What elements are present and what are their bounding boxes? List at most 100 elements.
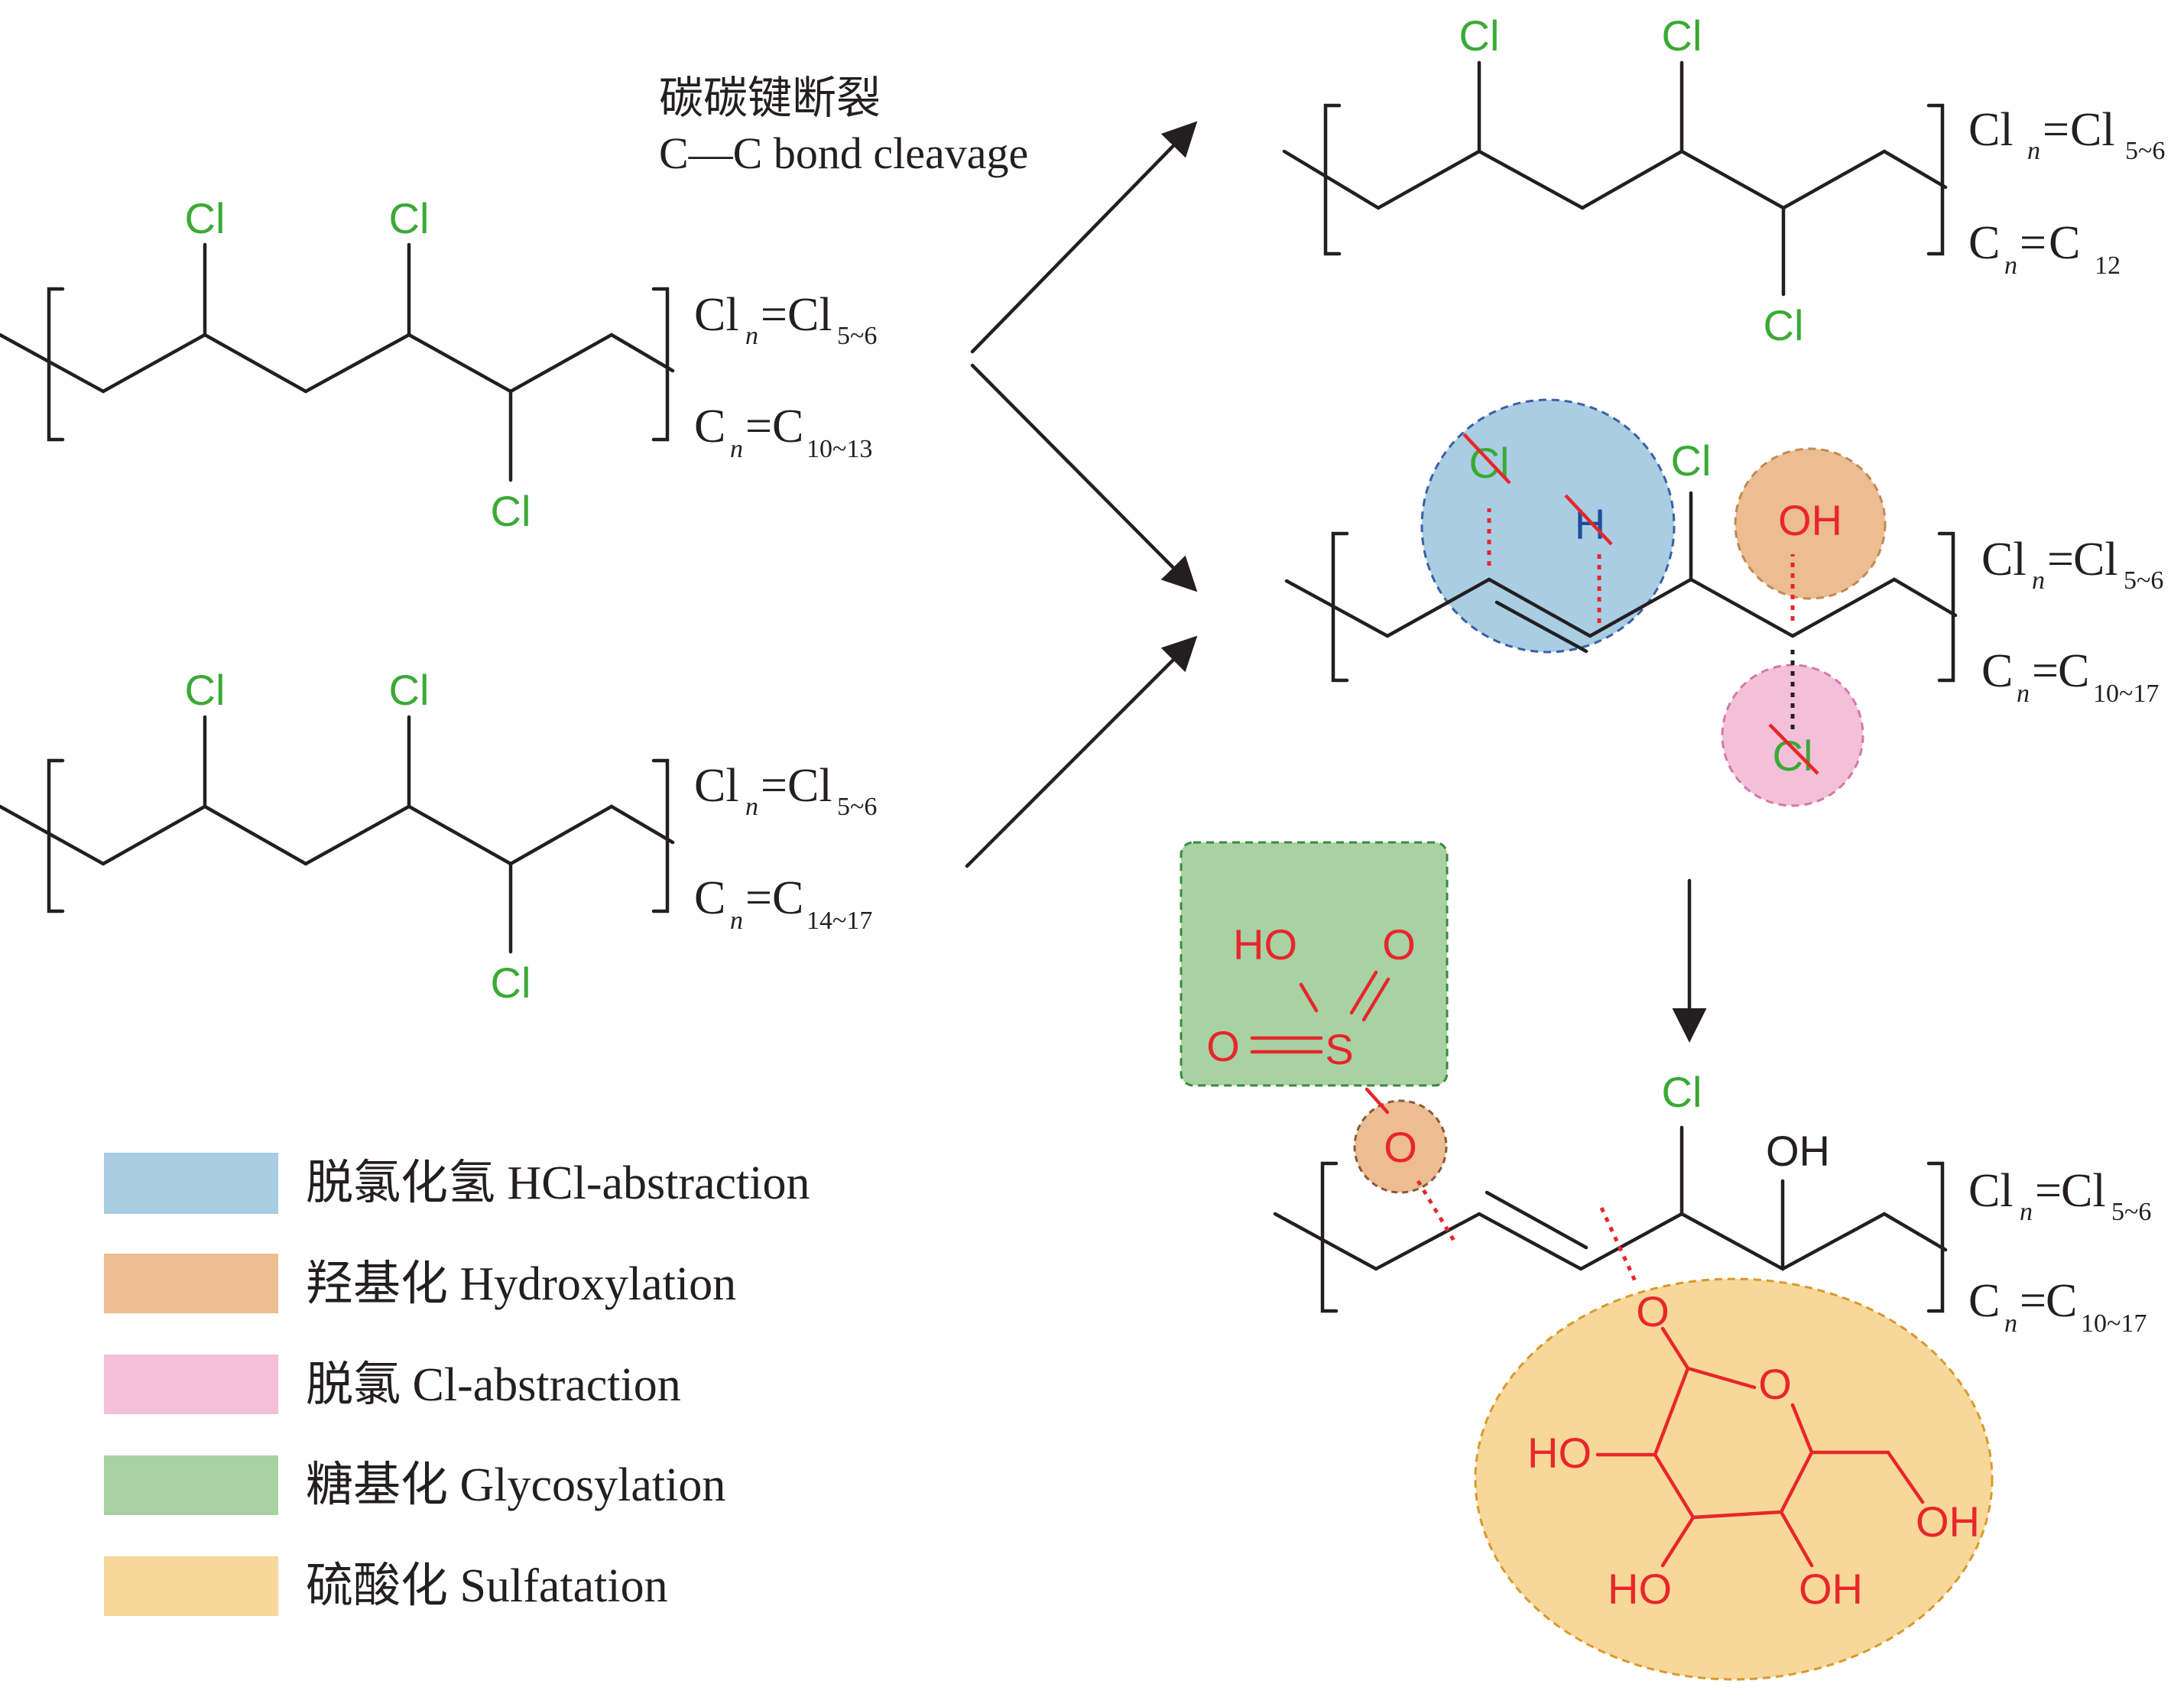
formula-cl: Cl bbox=[787, 289, 832, 341]
reaction-arrows bbox=[965, 121, 1707, 1043]
legend-label: 脱氯 Cl-abstraction bbox=[306, 1359, 681, 1411]
hydrogen-label: H bbox=[1575, 500, 1605, 548]
formula-c: C bbox=[1968, 1275, 2000, 1327]
formula-c-range: 12 bbox=[2095, 251, 2121, 280]
hydroxyl-label: OH bbox=[1778, 496, 1842, 544]
legend-label: 硫酸化 Sulfatation bbox=[306, 1560, 668, 1612]
molecule-right-bottom: Cl OH O S O HO O O O HO HO OH OH Cl bbox=[1180, 841, 2151, 1681]
legend-label: 糖基化 Glycosylation bbox=[306, 1459, 725, 1511]
formula-eq: = bbox=[745, 401, 772, 453]
formula-c: C bbox=[772, 872, 803, 924]
formula-c-count: C n = C 10~17 bbox=[1981, 645, 2159, 708]
legend-swatch bbox=[104, 1455, 278, 1515]
chlorine-label: Cl bbox=[1662, 11, 1702, 60]
formula-n: n bbox=[745, 322, 758, 350]
formula-cl-count: Cl n = Cl 5~6 bbox=[1968, 104, 2165, 165]
sulfate-oxygen-label: O bbox=[1206, 1022, 1240, 1070]
chlorine-label: Cl bbox=[491, 487, 531, 535]
hydroxyl-label: OH bbox=[1799, 1565, 1863, 1613]
hydroxylation-highlight bbox=[1734, 447, 1887, 600]
formula-cl-range: 5~6 bbox=[837, 793, 877, 821]
formula-c-count: C n = C 10~17 bbox=[1968, 1275, 2147, 1338]
chlorine-label: Cl bbox=[389, 194, 430, 242]
strike-mark bbox=[1564, 494, 1613, 546]
legend-item-sulfatation: 硫酸化 Sulfatation bbox=[104, 1556, 668, 1616]
molecule-right-top: Cl Cl Cl Cl n = Cl 5~6 C n = C 12 bbox=[1282, 11, 2165, 349]
sulfate-group-highlight bbox=[1180, 841, 1449, 1087]
molecule-right-middle: Cl H Cl OH Cl Cl n = Cl 5~6 C n = C 10~1… bbox=[1284, 398, 2163, 807]
legend-item-glycosylation: 糖基化 Glycosylation bbox=[104, 1455, 725, 1515]
legend-item-hydroxylation: 羟基化 Hydroxylation bbox=[104, 1254, 736, 1313]
formula-cl: Cl bbox=[694, 289, 739, 341]
formula-cl-range: 5~6 bbox=[2111, 1198, 2151, 1226]
chlorine-label: Cl bbox=[1671, 436, 1712, 485]
formula-c-range: 14~17 bbox=[806, 907, 872, 935]
formula-eq: = bbox=[2047, 534, 2074, 586]
glucose-group-highlight bbox=[1474, 1277, 1994, 1681]
formula-c: C bbox=[694, 872, 725, 924]
formula-cl-range: 5~6 bbox=[2125, 137, 2165, 165]
formula-cl-range: 5~6 bbox=[2124, 566, 2163, 595]
formula-c-range: 10~17 bbox=[2093, 680, 2159, 708]
formula-c: C bbox=[694, 401, 725, 453]
legend-item-cl-abstraction: 脱氯 Cl-abstraction bbox=[104, 1355, 681, 1414]
hydroxyl-label: HO bbox=[1608, 1565, 1672, 1613]
formula-cl: Cl bbox=[1968, 104, 2014, 156]
caption-cn: 碳碳键断裂 bbox=[659, 73, 881, 123]
molecule-left-top: Cl Cl Cl Cl n = Cl 5~6 C n = C 10~13 bbox=[0, 194, 877, 535]
ether-oxygen-label: O bbox=[1384, 1123, 1417, 1171]
chlorine-label: Cl bbox=[185, 194, 226, 242]
formula-eq: = bbox=[745, 872, 772, 924]
legend: 脱氯化氢 HCl-abstraction 羟基化 Hydroxylation 脱… bbox=[104, 1153, 810, 1616]
formula-n: n bbox=[2027, 137, 2040, 165]
legend-label: 脱氯化氢 HCl-abstraction bbox=[306, 1157, 810, 1209]
formula-n: n bbox=[730, 435, 743, 463]
hydroxyl-label: HO bbox=[1527, 1429, 1592, 1477]
formula-n: n bbox=[2020, 1198, 2033, 1226]
formula-cl: Cl bbox=[694, 760, 739, 812]
formula-c-count: C n = C 12 bbox=[1968, 217, 2121, 280]
formula-c-count: C n = C 14~17 bbox=[694, 872, 872, 935]
ether-oxygen-highlight bbox=[1353, 1099, 1448, 1194]
formula-c: C bbox=[2058, 645, 2089, 697]
molecule-left-bottom: Cl Cl Cl Cl n = Cl 5~6 C n = C 14~17 bbox=[0, 666, 877, 1007]
ring-oxygen-label: O bbox=[1758, 1360, 1792, 1408]
sulfate-hydroxyl-label: HO bbox=[1233, 920, 1297, 969]
legend-label: 羟基化 Hydroxylation bbox=[306, 1258, 736, 1310]
formula-eq: = bbox=[761, 760, 787, 812]
formula-cl: Cl bbox=[1981, 534, 2027, 586]
chlorine-label: Cl bbox=[491, 959, 531, 1007]
formula-c: C bbox=[772, 401, 803, 453]
formula-eq: = bbox=[2020, 1275, 2046, 1327]
legend-swatch bbox=[104, 1556, 278, 1616]
formula-cl: Cl bbox=[1968, 1165, 2014, 1217]
cleavage-caption: 碳碳键断裂 C—C bond cleavage bbox=[659, 73, 1028, 178]
legend-swatch bbox=[104, 1254, 278, 1313]
formula-n: n bbox=[2032, 566, 2045, 595]
caption-en: C—C bond cleavage bbox=[659, 128, 1028, 178]
chlorine-label: Cl bbox=[1764, 301, 1804, 349]
legend-swatch bbox=[104, 1153, 278, 1214]
formula-cl-range: 5~6 bbox=[837, 322, 877, 350]
formula-n: n bbox=[730, 907, 743, 935]
formula-n: n bbox=[2004, 251, 2017, 280]
formula-eq: = bbox=[2032, 645, 2059, 697]
formula-cl-count: Cl n = Cl 5~6 bbox=[1968, 1165, 2151, 1226]
formula-c-count: C n = C 10~13 bbox=[694, 401, 872, 463]
chlorine-label: Cl bbox=[185, 666, 226, 714]
formula-n: n bbox=[745, 793, 758, 821]
hydroxyl-label: OH bbox=[1916, 1497, 1980, 1546]
formula-c-range: 10~17 bbox=[2081, 1309, 2147, 1338]
formula-eq: = bbox=[761, 289, 787, 341]
strike-mark bbox=[1768, 723, 1819, 775]
sulfate-oxygen-label: O bbox=[1382, 920, 1416, 969]
hcl-abstraction-highlight bbox=[1420, 398, 1676, 654]
formula-eq: = bbox=[2020, 217, 2046, 269]
legend-item-hcl-abstraction: 脱氯化氢 HCl-abstraction bbox=[104, 1153, 810, 1214]
formula-cl-count: Cl n = Cl 5~6 bbox=[694, 289, 877, 350]
formula-c: C bbox=[2046, 1275, 2077, 1327]
formula-n: n bbox=[2017, 680, 2030, 708]
arrow-cleavage bbox=[970, 121, 1198, 354]
formula-cl-count: Cl n = Cl 5~6 bbox=[1981, 534, 2163, 595]
formula-c: C bbox=[1968, 217, 2000, 269]
